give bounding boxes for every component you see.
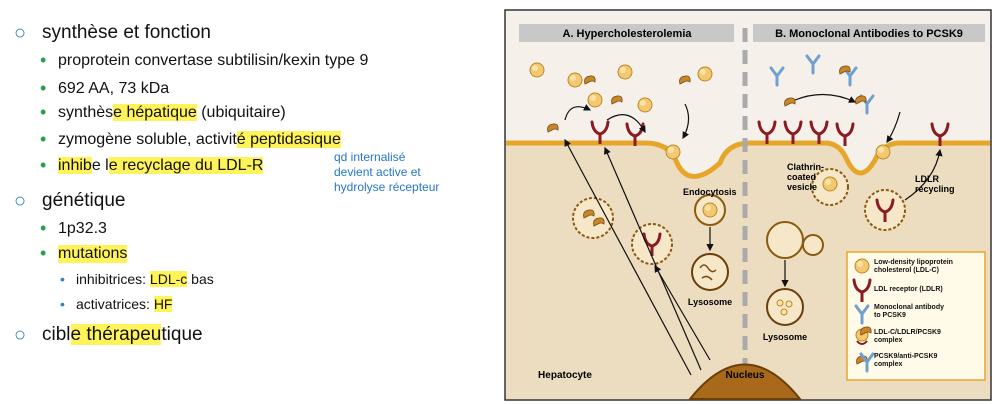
- endocytosis-label: Endocytosis: [683, 187, 737, 197]
- legend-complex-line2: complex: [874, 337, 903, 344]
- dot-bullet-icon: •: [40, 50, 47, 70]
- lysosome-a-label: Lysosome: [688, 297, 732, 307]
- dot-bullet-icon: •: [60, 296, 65, 312]
- legend-ldl-line2: cholesterol (LDL-C): [874, 267, 939, 274]
- circle-bullet-icon: ○: [14, 324, 27, 346]
- hepatocyte-label: Hepatocyte: [538, 370, 592, 381]
- dot-bullet-icon: •: [40, 129, 47, 149]
- legend-antibody-line2: to PCSK9: [874, 312, 906, 319]
- annotation-note: qd internalisé devient active et hydroly…: [334, 150, 440, 194]
- legend-antibody-line1: Monoclonal antibody: [874, 304, 944, 311]
- pcsk9-mechanism-figure: A. Hypercholesterolemia B. Monoclonal An…: [504, 9, 992, 401]
- legend-pcsk9-ab-line2: complex: [874, 361, 903, 368]
- panel-b-title: B. Monoclonal Antibodies to PCSK9: [775, 28, 963, 40]
- legend-complex-line1: LDL-C/LDLR/PCSK9: [874, 329, 941, 336]
- dot-bullet-icon: •: [40, 102, 47, 122]
- clathrin-label-1: Clathrin-: [787, 162, 824, 172]
- ldlr-recycling-label-2: recycling: [915, 184, 955, 194]
- nucleus-label: Nucleus: [726, 370, 765, 381]
- circle-bullet-icon: ○: [14, 22, 27, 44]
- dot-bullet-icon: •: [40, 218, 47, 238]
- dot-bullet-icon: •: [40, 155, 47, 175]
- circle-bullet-icon: ○: [14, 190, 27, 212]
- clathrin-label-3: vesicle: [787, 182, 817, 192]
- dot-bullet-icon: •: [60, 271, 65, 287]
- legend-pcsk9-ab-line1: PCSK9/anti-PCSK9: [874, 353, 938, 360]
- clathrin-label-2: coated: [787, 172, 816, 182]
- legend-ldl-line1: Low-density lipoprotein: [874, 259, 953, 266]
- ldlr-recycling-label-1: LDLR: [915, 174, 939, 184]
- panel-a-title: A. Hypercholesterolemia: [563, 28, 693, 40]
- dot-bullet-icon: •: [40, 78, 47, 98]
- legend-ldlr: LDL receptor (LDLR): [874, 286, 943, 293]
- lysosome-b-label: Lysosome: [763, 332, 807, 342]
- dot-bullet-icon: •: [40, 243, 47, 263]
